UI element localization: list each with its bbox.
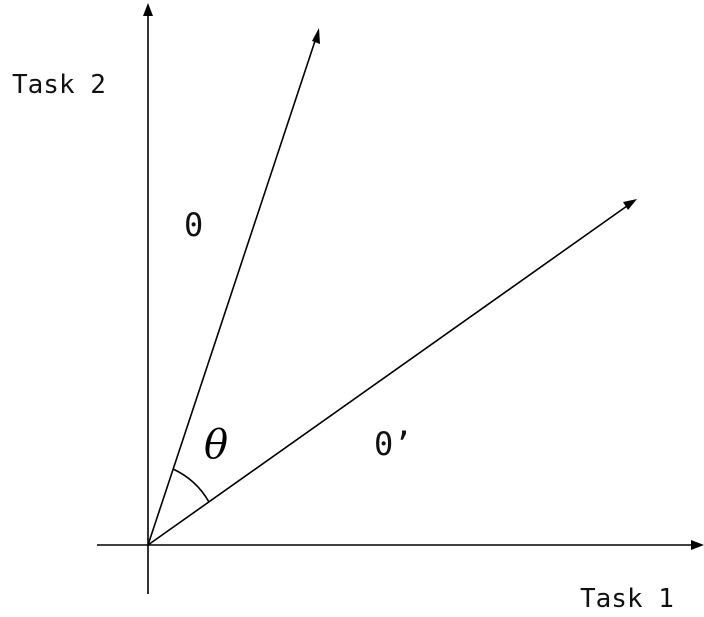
- angle-label: θ: [204, 422, 228, 468]
- y-axis-label: Task 2: [12, 70, 106, 100]
- x-axis-arrowhead: [691, 540, 704, 550]
- vector-second-arrowhead: [623, 199, 637, 210]
- y-axis-arrowhead: [143, 3, 153, 16]
- vector-second: [147, 205, 628, 546]
- angle-arc: [172, 468, 210, 503]
- vector-second-label: 0’: [374, 425, 413, 463]
- vector-first-arrowhead: [312, 28, 320, 44]
- x-axis-label: Task 1: [580, 584, 674, 614]
- vector-first: [147, 37, 317, 546]
- vector-first-label: 0: [184, 206, 203, 244]
